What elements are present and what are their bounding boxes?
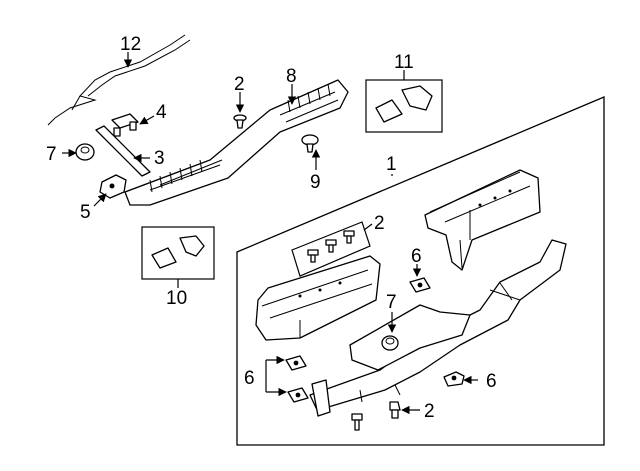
clip-nut-upper bbox=[409, 277, 431, 293]
callout-2-lower: 2 bbox=[424, 401, 435, 422]
wiring-harness bbox=[47, 34, 191, 126]
push-pin bbox=[301, 134, 319, 153]
bolt-lower-left bbox=[351, 413, 363, 431]
callout-12: 12 bbox=[120, 34, 141, 55]
callout-3: 3 bbox=[154, 148, 165, 169]
callout-1: 1 bbox=[386, 154, 397, 175]
callout-5: 5 bbox=[80, 202, 91, 223]
leader-lines bbox=[62, 52, 478, 415]
callout-6-left: 6 bbox=[244, 368, 255, 389]
callout-6-right: 6 bbox=[486, 371, 497, 392]
bumper-end-cap-left bbox=[255, 255, 381, 341]
callout-11: 11 bbox=[394, 52, 414, 73]
mounting-bracket bbox=[99, 174, 127, 199]
bumper-frame-bracket bbox=[309, 239, 567, 417]
callout-4: 4 bbox=[156, 102, 167, 123]
callout-7-lower: 7 bbox=[386, 292, 397, 313]
bolt-lower-right bbox=[389, 401, 401, 419]
callout-9: 9 bbox=[310, 172, 321, 193]
bumper-pad-upper bbox=[75, 143, 95, 161]
push-pin-upper bbox=[233, 114, 247, 129]
clip-nut-left-1 bbox=[285, 355, 307, 371]
reflector-bracket bbox=[111, 113, 139, 137]
sensor-group-box-11 bbox=[365, 79, 443, 133]
clip-nut-left-2 bbox=[287, 387, 309, 403]
callout-2-box: 2 bbox=[374, 213, 385, 234]
reflector-strip bbox=[95, 125, 151, 177]
bolt-group-box bbox=[291, 221, 371, 277]
assembly-panel-frame bbox=[236, 96, 605, 446]
callout-10: 10 bbox=[166, 288, 187, 309]
bumper-end-cap-right bbox=[424, 169, 541, 271]
callout-6-upper: 6 bbox=[411, 246, 422, 267]
bumper-pad-lower bbox=[381, 335, 399, 351]
callout-2-upper: 2 bbox=[234, 74, 245, 95]
sensor-group-box-10 bbox=[141, 226, 215, 280]
callout-8: 8 bbox=[286, 66, 297, 87]
callout-7-upper: 7 bbox=[46, 144, 57, 165]
step-pad bbox=[124, 79, 349, 206]
clip-nut-right bbox=[443, 371, 465, 387]
